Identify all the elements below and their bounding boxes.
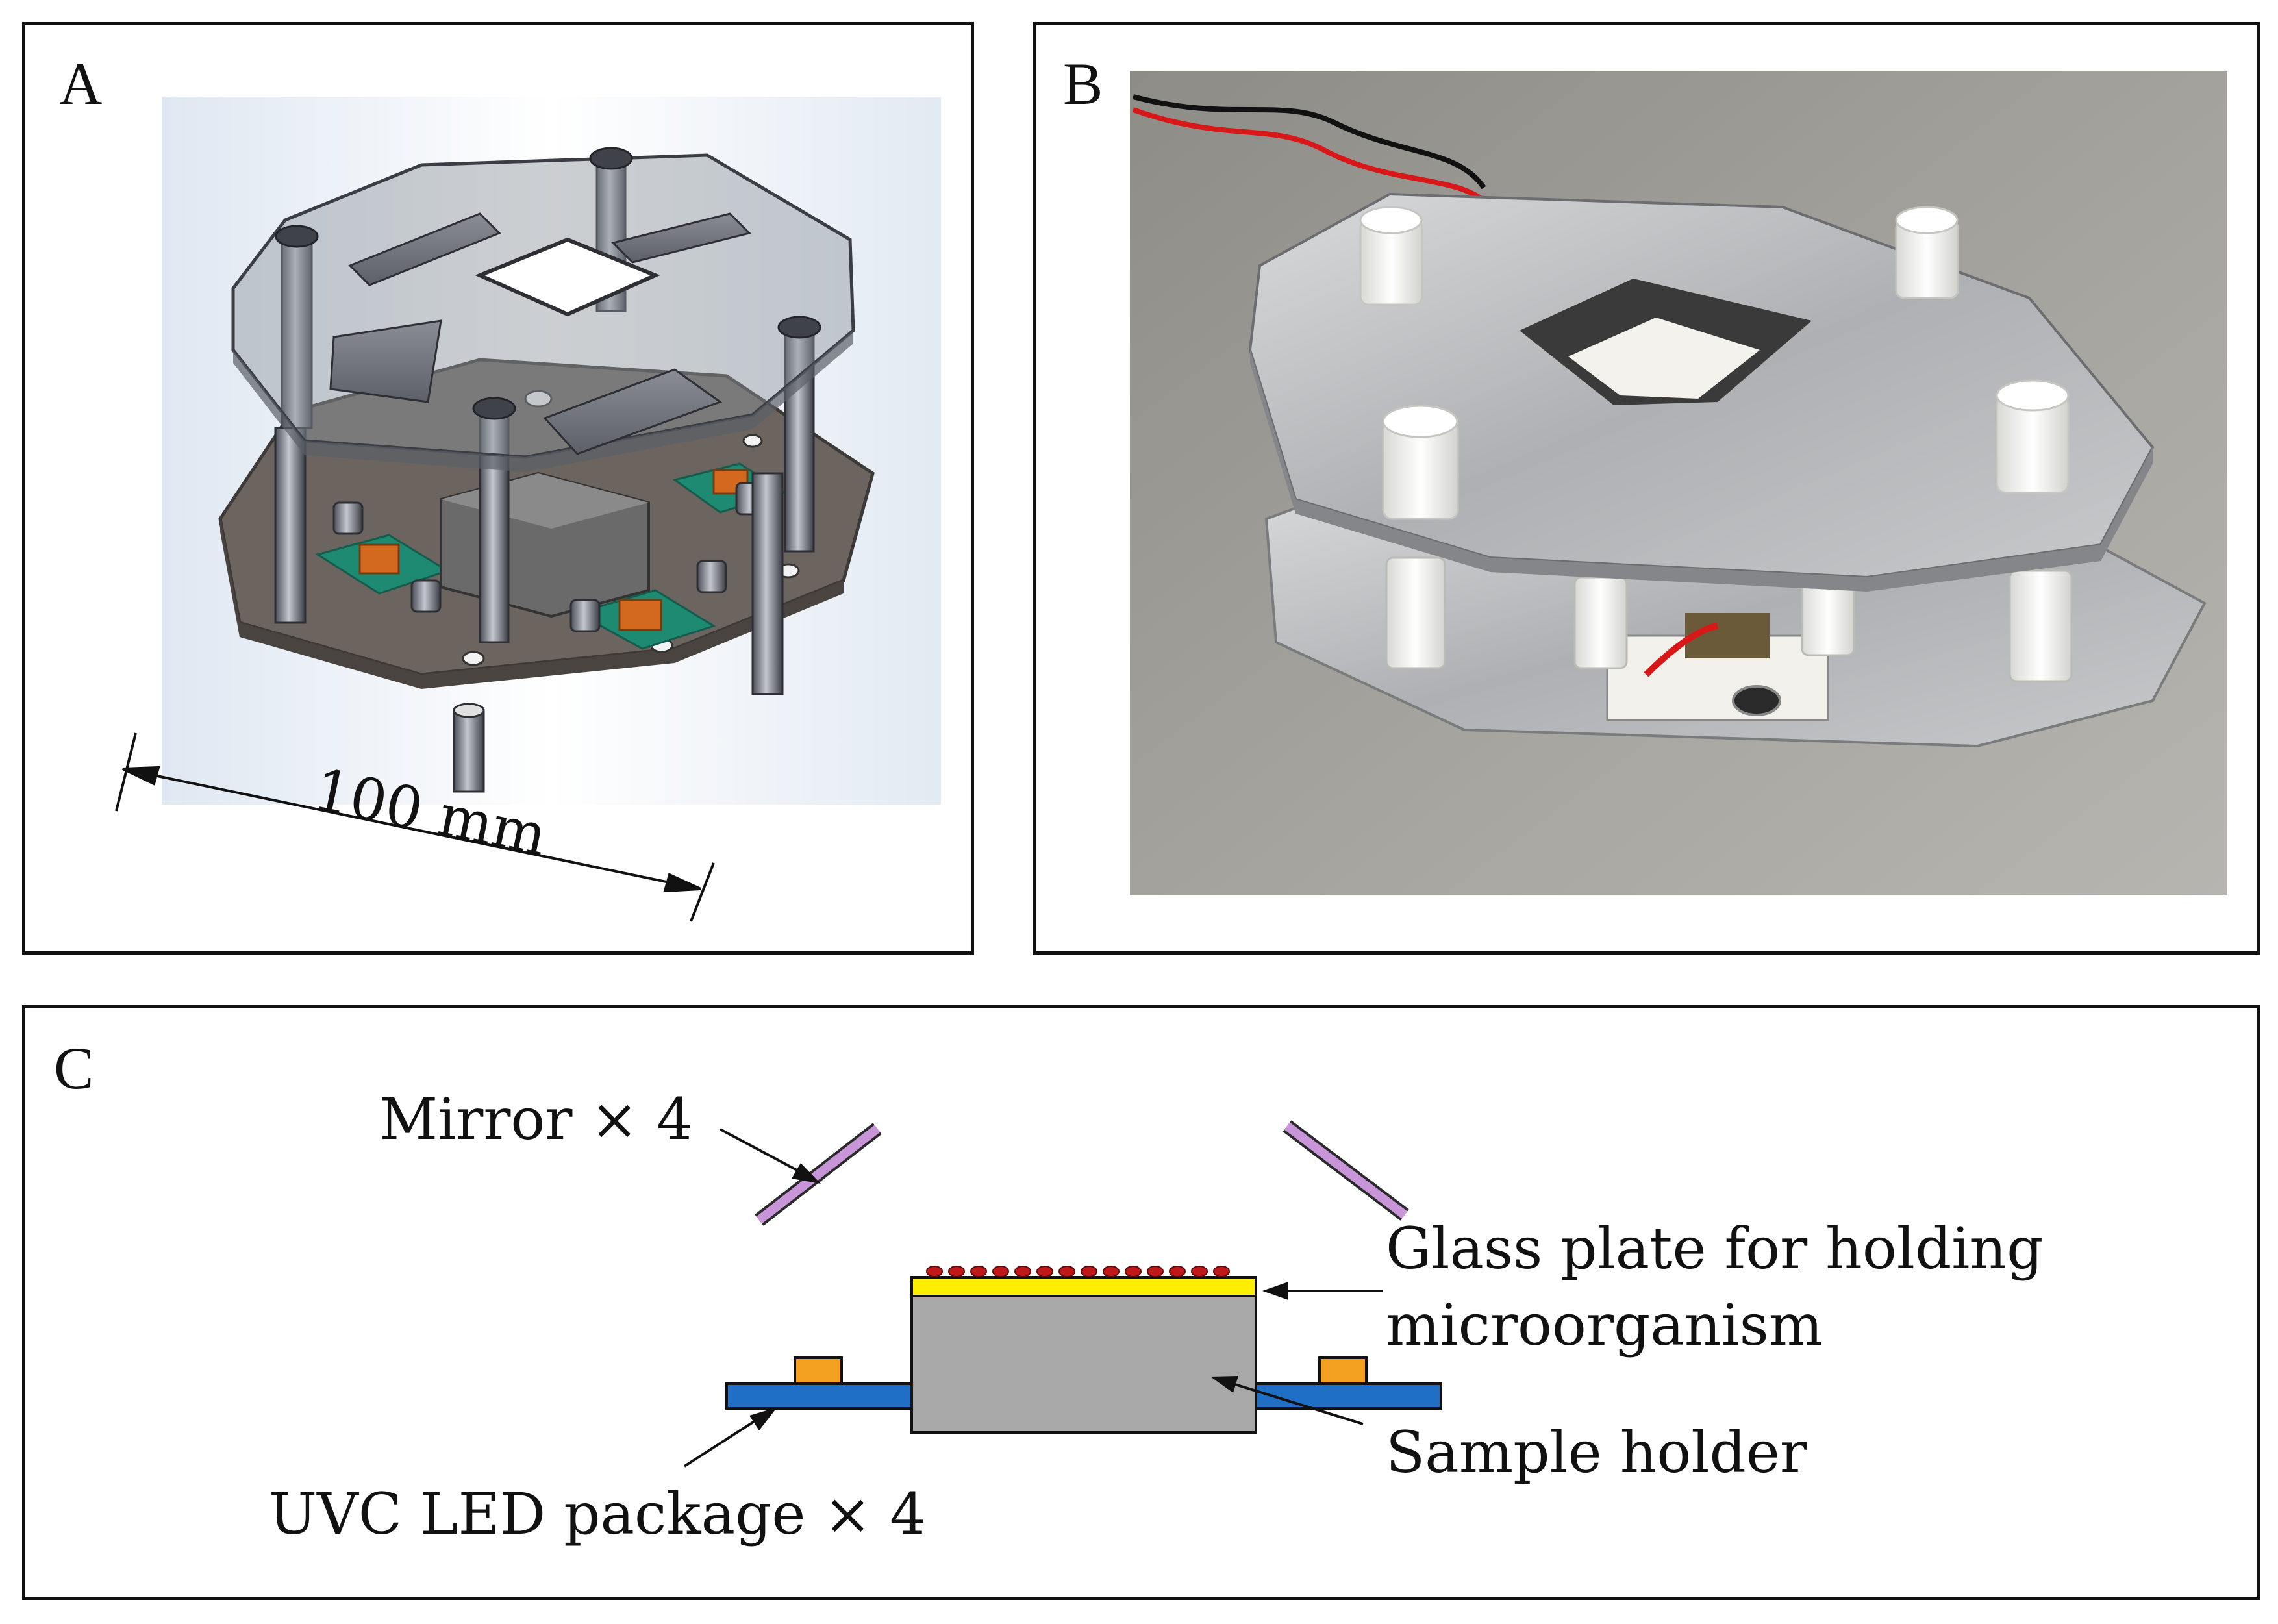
top-window (475, 237, 660, 317)
panel-b-photo: B (1033, 22, 2260, 955)
mirror-left-fill (756, 1125, 881, 1224)
panel-a-label: A (59, 51, 103, 117)
sample-holder-label: Sample holder (1386, 1419, 1808, 1486)
device-photo (1130, 71, 2227, 895)
bottom-plate-edge (220, 519, 844, 689)
panel-c-schematic: C (22, 1005, 2260, 1600)
glass-plate-label-line1: Glass plate for holding (1386, 1215, 2043, 1282)
glass-plate (910, 1276, 1257, 1297)
dimension-line (115, 732, 715, 922)
panel-a-cad-model: A (22, 22, 974, 955)
led-chip-right (1318, 1356, 1368, 1385)
screw-heads (332, 482, 766, 632)
led-boards (315, 462, 788, 650)
mirror-bars (329, 212, 751, 455)
photo-top-standoffs (1359, 206, 2070, 520)
mirror-label: Mirror × 4 (379, 1086, 693, 1153)
led-package-label: UVC LED package × 4 (269, 1480, 926, 1547)
cross-section-diagram: Mirror × 4 Glass plate for holding micro… (269, 1086, 2043, 1547)
wire-red (1132, 107, 1486, 203)
photo-screw-hole (1732, 685, 1781, 716)
led-board-left (725, 1382, 916, 1410)
post-caps (275, 147, 821, 420)
mirror-right-fill (1284, 1122, 1408, 1219)
led-chip-left (794, 1356, 843, 1385)
panel-c-label: C (54, 1035, 94, 1101)
microorganism-dots (926, 1266, 1230, 1277)
loose-standoff (453, 703, 485, 793)
wire-black (1132, 94, 1486, 190)
cad-illustration: 100 mm (115, 97, 941, 922)
panel-b-label: B (1063, 51, 1103, 117)
led-board-right (1251, 1382, 1442, 1410)
glass-plate-label-line2: microorganism (1386, 1292, 1823, 1358)
sample-holder (910, 1295, 1257, 1434)
callout-arrows (683, 1128, 1383, 1468)
